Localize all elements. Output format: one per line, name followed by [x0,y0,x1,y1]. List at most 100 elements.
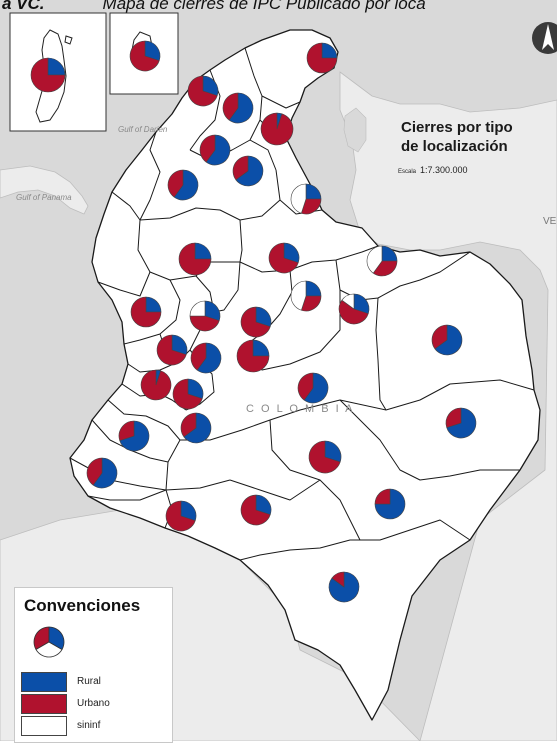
pie-2 [129,40,161,72]
map-title-line1: Cierres por tipo [401,119,513,136]
pie-14 [130,296,162,328]
pie-26 [180,412,212,444]
pie-chart-layer [30,40,477,603]
pie-2-rural-slice [144,40,161,62]
legend-label-urbano: Urbano [77,698,110,709]
pie-32 [165,500,197,532]
pie-13-sininf-slice [366,245,383,274]
pie-31-rural-slice [255,494,272,516]
scale-value: 1:7.300.000 [420,165,468,175]
pie-5 [222,92,254,124]
pie-4-urbano-slice [187,75,218,107]
pie-19-urbano-slice [156,334,187,366]
legend-box: Convenciones Rural Urbano sininf [14,587,173,743]
pie-7-rural-slice [205,134,231,166]
pie-4-rural-slice [202,75,219,97]
pie-17-urbano-slice [300,295,322,312]
pie-17 [290,280,322,312]
pie-27-rural-slice [446,407,477,439]
pie-18 [338,293,370,325]
map-title: Cierres por tipo de localización [401,118,551,156]
pie-5-rural-slice [228,92,254,124]
pie-14-urbano-slice [130,296,162,328]
pie-33-urbano-slice [374,488,391,505]
legend-label-rural: Rural [77,676,101,687]
pie-28 [118,420,150,452]
pie-31 [240,494,272,526]
scale-label: Escala [398,169,417,175]
pie-10-urbano-slice [167,169,184,198]
pie-16-urbano-slice [240,306,271,338]
pie-2-urbano-slice [129,40,160,72]
caption-text: Mapa de cierres de IPC Publicado por loc… [102,0,426,13]
pie-13-urbano-slice [372,260,398,277]
pie-8 [232,155,264,187]
pie-18-sininf-slice [341,293,355,310]
pie-29-rural-slice [324,440,342,463]
legend-swatch-urbano [21,694,67,714]
pie-17-sininf-slice [290,280,307,311]
pie-25-urbano-slice [297,372,314,401]
pie-24-urbano-slice [431,324,448,350]
pie-18-rural-slice [353,293,370,315]
pie-5-urbano-slice [222,92,239,121]
pie-13 [366,245,398,277]
ve-label: VE [543,216,557,227]
pie-34 [328,571,360,603]
pie-18-urbano-slice [338,299,369,325]
pie-21 [236,339,270,373]
pie-10-rural-slice [173,169,199,201]
pie-30-urbano-slice [86,457,103,486]
pie-24 [431,324,463,356]
pie-10 [167,169,199,201]
pie-33 [374,488,406,520]
pie-3-urbano-slice [306,42,338,74]
pie-8-rural-slice [235,155,264,187]
central-america-land [0,165,89,215]
pie-12-urbano-slice [268,242,299,274]
pie-25-rural-slice [303,372,329,404]
pie-23 [172,378,204,410]
pie-21-urbano-slice [236,339,270,373]
pie-8-urbano-slice [232,155,249,181]
pie-11-urbano-slice [178,242,212,276]
pie-26-urbano-slice [180,412,197,438]
figure-label: a VC. [2,0,45,13]
pie-30 [86,457,118,489]
pie-28-rural-slice [119,420,150,452]
pie-3 [306,42,338,74]
pie-7 [199,134,231,166]
pie-7-urbano-slice [199,134,216,163]
pie-25 [297,372,329,404]
pie-20-urbano-slice [190,342,207,371]
pie-34-urbano-slice [331,571,345,588]
pie-26-rural-slice [183,412,212,444]
figure-caption: a VC. Mapa de cierres de IPC Publicado po… [0,0,557,16]
pie-27 [445,407,477,439]
san-andres-islet [64,35,73,45]
pie-1 [30,57,66,93]
pie-20-rural-slice [196,342,222,374]
pie-4 [187,75,219,107]
pie-29 [308,440,342,474]
pie-22 [140,369,172,401]
pie-28-urbano-slice [118,420,135,442]
pie-19-rural-slice [171,334,188,356]
legend-pie-rural-slice [48,626,65,651]
pie-9 [290,183,322,215]
pie-16 [240,306,272,338]
map-title-line2: de localización [401,138,508,155]
pie-20 [190,342,222,374]
pie-29-urbano-slice [308,440,341,474]
pie-12-rural-slice [283,242,300,264]
pie-23-urbano-slice [172,378,203,410]
pie-32-urbano-slice [165,500,196,532]
gulf-darien-label: Gulf of Darien [118,125,168,134]
north-arrow-icon [532,22,557,54]
pie-9-sininf-slice [290,183,307,214]
pie-15-urbano-slice [189,315,220,332]
pie-6-urbano-slice [260,112,294,146]
legend-sample-pie [33,626,65,658]
